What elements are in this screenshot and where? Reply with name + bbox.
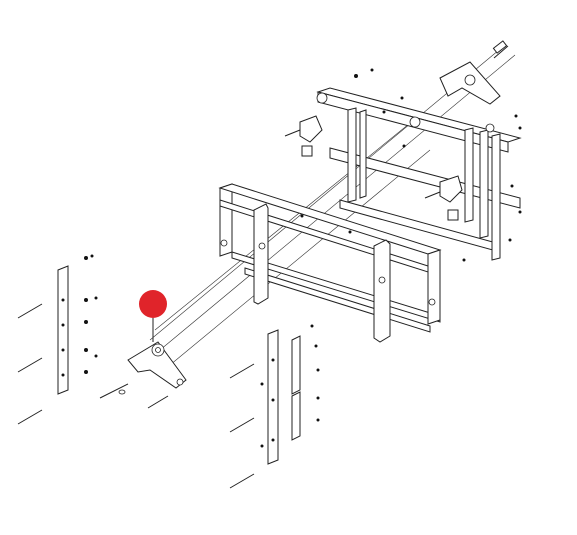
rear-upper-frame [316, 61, 522, 261]
lower-right-bolts [229, 324, 320, 489]
callout-marker [139, 290, 167, 342]
left-bolts [17, 254, 98, 425]
callout-dot [139, 290, 167, 318]
lower-right-bars [267, 329, 301, 465]
rear-fasteners [300, 40, 522, 262]
hanging-bracket-right [424, 175, 463, 221]
hanging-bracket-left [284, 115, 323, 157]
main-middle-frame [218, 183, 442, 343]
front-pivot-bracket [99, 341, 187, 409]
left-vertical-bar [57, 265, 69, 395]
